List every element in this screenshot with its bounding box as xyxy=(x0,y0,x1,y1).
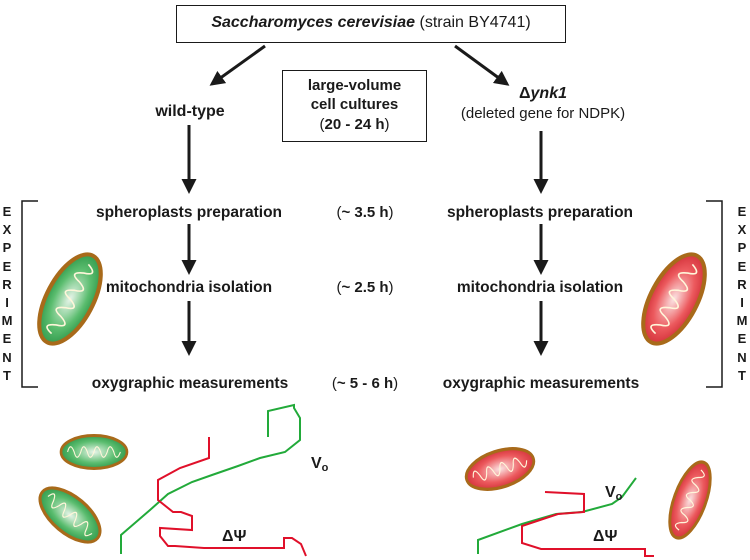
experiment-letter: M xyxy=(1,313,13,329)
species-name: Saccharomyces cerevisiae xyxy=(211,14,416,31)
experiment-letter: R xyxy=(2,276,12,292)
experiment-letter: T xyxy=(738,367,746,383)
mutant-note: (deleted gene for NDPK) xyxy=(460,105,626,122)
experiment-letter: E xyxy=(737,258,747,274)
experiment-letter: T xyxy=(3,367,11,383)
step-right-spheroplasts: spheroplasts preparation xyxy=(446,204,634,221)
experiment-letter: R xyxy=(737,276,747,292)
left-bracket xyxy=(21,200,38,388)
strain-name: (strain BY4741) xyxy=(419,14,531,31)
mutant-label: Δynk1 xyxy=(519,85,567,102)
step-right-oxygraphic: oxygraphic measurements xyxy=(442,375,640,392)
right-bracket xyxy=(706,200,723,388)
cultures-box: large-volume cell cultures (20 - 24 h) xyxy=(282,70,427,142)
vo-label-right: Vo xyxy=(605,484,623,503)
dpsi-label-left: ΔΨ xyxy=(222,528,247,545)
step-left-oxygraphic: oxygraphic measurements xyxy=(91,375,289,392)
step-left-spheroplasts: spheroplasts preparation xyxy=(95,204,283,221)
experiment-letter: E xyxy=(737,331,747,347)
experiment-letter: X xyxy=(2,222,12,238)
experiment-letter: P xyxy=(2,240,12,256)
experiment-letter: N xyxy=(737,349,747,365)
mitochondrion-red-small-icon xyxy=(459,439,541,499)
dpsi-label-right: ΔΨ xyxy=(593,528,618,545)
experiment-letter: X xyxy=(737,222,747,238)
experiment-letter: I xyxy=(5,295,9,311)
arrow-to-mutant xyxy=(454,44,510,86)
experiment-letter: N xyxy=(2,349,12,365)
time-mito-isolation: (~ 2.5 h) xyxy=(336,279,394,296)
trace-red-left xyxy=(157,437,307,557)
experiment-letter: M xyxy=(736,313,748,329)
experiment-letter: E xyxy=(2,331,12,347)
trace-red-right xyxy=(521,491,654,557)
experiment-letter: E xyxy=(2,204,12,219)
cultures-line1: large-volume xyxy=(307,77,402,94)
experiment-letter: P xyxy=(737,240,747,256)
wild-type-label: wild-type xyxy=(155,103,225,120)
vo-label-left: Vo xyxy=(311,455,329,474)
cultures-duration: (20 - 24 h) xyxy=(319,116,390,133)
experiment-letter: I xyxy=(740,295,744,311)
mitochondrion-green-small-icon xyxy=(29,476,111,554)
experiment-letter: E xyxy=(2,258,12,274)
mitochondrion-red-small-icon xyxy=(659,455,721,545)
arrow-to-wild-type xyxy=(209,44,266,86)
step-left-mito-isolation: mitochondria isolation xyxy=(105,279,273,296)
cultures-line2: cell cultures xyxy=(310,96,399,113)
trace-green-left xyxy=(120,403,301,554)
time-spheroplasts: (~ 3.5 h) xyxy=(336,204,394,221)
mitochondrion-green-icon xyxy=(27,245,114,353)
mitochondrion-red-icon xyxy=(631,245,718,353)
step-right-mito-isolation: mitochondria isolation xyxy=(456,279,624,296)
organism-box: Saccharomyces cerevisiae (strain BY4741) xyxy=(176,5,566,43)
mitochondrion-green-small-icon xyxy=(59,434,129,470)
experiment-letter: E xyxy=(737,204,747,219)
time-oxygraphic: (~ 5 - 6 h) xyxy=(331,375,399,392)
